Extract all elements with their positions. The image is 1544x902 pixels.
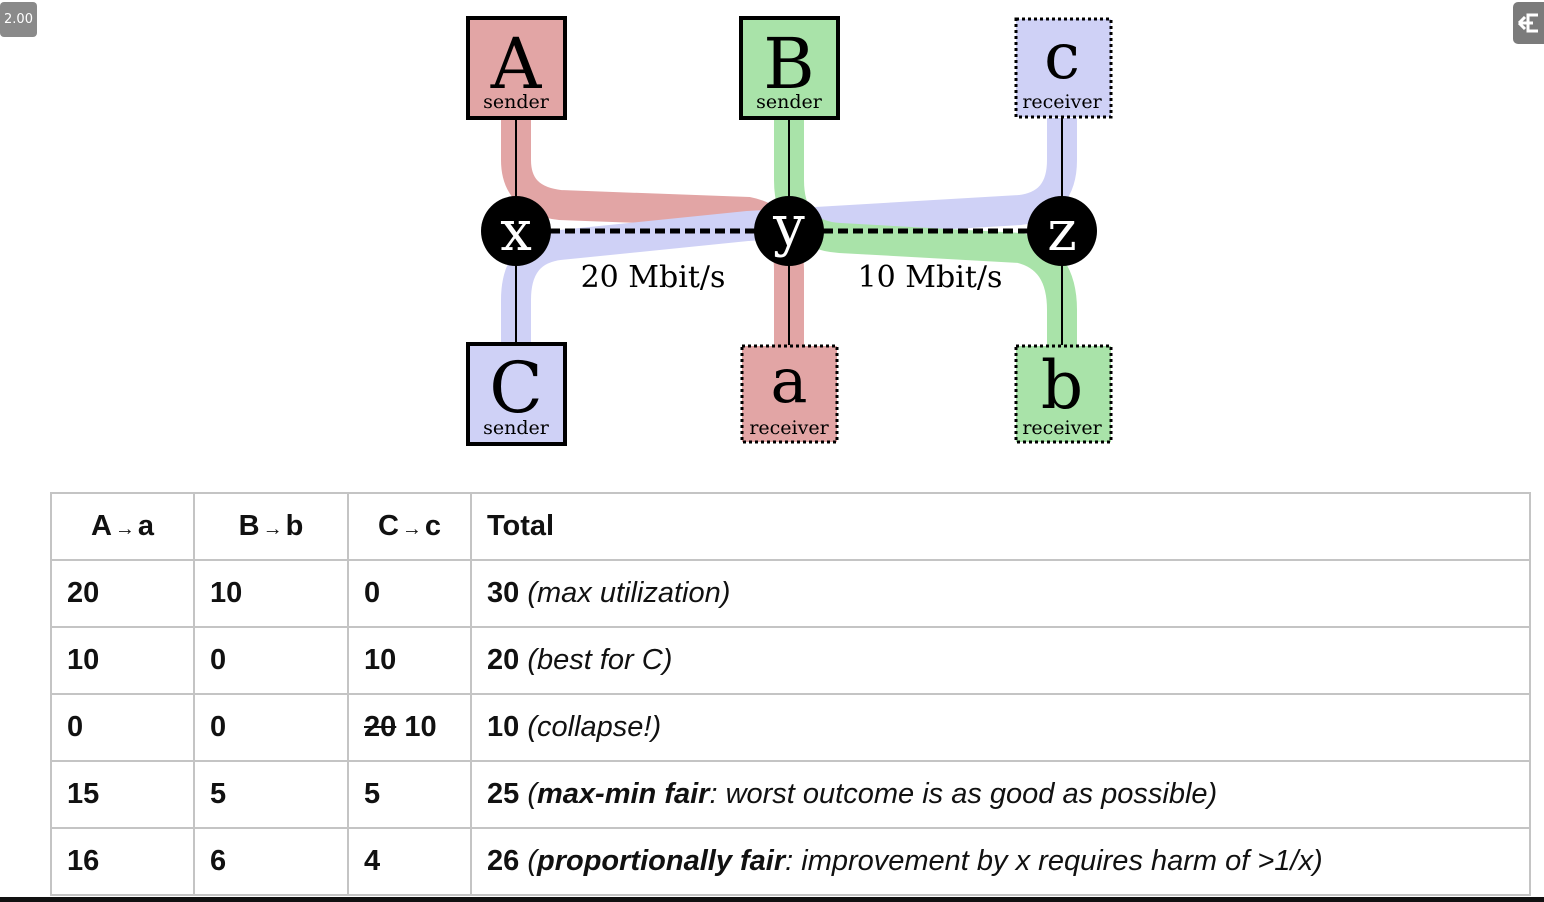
cell-a: 15 <box>50 760 195 829</box>
node-letter-c: c <box>1044 20 1080 94</box>
cell-c: 10 <box>347 626 472 695</box>
playback-speed-badge[interactable]: 2.00 <box>0 2 37 37</box>
receiver-node-c: c receiver <box>1014 17 1113 119</box>
cell-b: 5 <box>193 760 349 829</box>
cell-total: 30 (max utilization) <box>470 559 1531 628</box>
node-letter-C: C <box>489 347 543 429</box>
cell-c: 20 10 <box>347 693 472 762</box>
receiver-node-b: b receiver <box>1014 344 1113 444</box>
cell-b: 6 <box>193 827 349 896</box>
node-letter-B: B <box>763 23 814 105</box>
sender-node-A: A sender <box>466 16 567 120</box>
table-row: 0 0 20 10 10 (collapse!) <box>50 693 1531 762</box>
node-role-A: sender <box>483 91 550 113</box>
node-role-a: receiver <box>749 417 829 439</box>
playback-speed-label: 2.00 <box>4 12 33 27</box>
router-y: y <box>754 194 824 266</box>
router-x: x <box>481 196 551 266</box>
bottom-edge-bar <box>0 897 1544 902</box>
sender-node-C: C sender <box>466 342 567 446</box>
node-letter-b: b <box>1041 347 1083 424</box>
cell-total: 10 (collapse!) <box>470 693 1531 762</box>
header-flow-c: C→c <box>347 492 472 561</box>
node-role-b: receiver <box>1022 417 1102 439</box>
exit-arrow-icon <box>1517 13 1538 33</box>
cell-c: 5 <box>347 760 472 829</box>
cell-total: 20 (best for C) <box>470 626 1531 695</box>
cell-a: 16 <box>50 827 195 896</box>
node-role-c: receiver <box>1022 91 1102 113</box>
cell-a: 0 <box>50 693 195 762</box>
sender-node-B: B sender <box>739 16 840 120</box>
node-letter-A: A <box>490 23 543 105</box>
header-total: Total <box>470 492 1531 561</box>
table-header-row: A→a B→b C→c Total <box>50 492 1531 561</box>
link-xy-capacity: 20 Mbit/s <box>581 260 726 295</box>
cell-b: 0 <box>193 693 349 762</box>
header-flow-b: B→b <box>193 492 349 561</box>
flow-path-b <box>774 118 1077 350</box>
receiver-node-a: a receiver <box>740 344 839 444</box>
cell-c: 0 <box>347 559 472 628</box>
table-row: 20 10 0 30 (max utilization) <box>50 559 1531 628</box>
cell-total: 25 (max-min fair: worst outcome is as go… <box>470 760 1531 829</box>
header-flow-a: A→a <box>50 492 195 561</box>
cell-a: 10 <box>50 626 195 695</box>
table-row: 16 6 4 26 (proportionally fair: improvem… <box>50 827 1531 896</box>
router-z-label: z <box>1047 199 1077 264</box>
link-yz-capacity: 10 Mbit/s <box>858 260 1003 295</box>
allocation-table: A→a B→b C→c Total 20 10 0 30 (max utiliz… <box>50 492 1531 896</box>
cell-b: 10 <box>193 559 349 628</box>
cell-total: 26 (proportionally fair: improvement by … <box>470 827 1531 896</box>
router-y-label: y <box>772 194 805 259</box>
table-row: 15 5 5 25 (max-min fair: worst outcome i… <box>50 760 1531 829</box>
node-role-B: sender <box>756 91 823 113</box>
router-x-label: x <box>500 199 532 264</box>
node-role-C: sender <box>483 417 550 439</box>
network-diagram: A sender B sender c receiver C sender a … <box>466 16 1113 446</box>
exit-button[interactable] <box>1513 2 1544 44</box>
cell-c: 4 <box>347 827 472 896</box>
node-letter-a: a <box>771 344 808 417</box>
router-z: z <box>1027 196 1097 266</box>
flow-path-c <box>501 118 1077 350</box>
table-row: 10 0 10 20 (best for C) <box>50 626 1531 695</box>
cell-b: 0 <box>193 626 349 695</box>
cell-a: 20 <box>50 559 195 628</box>
